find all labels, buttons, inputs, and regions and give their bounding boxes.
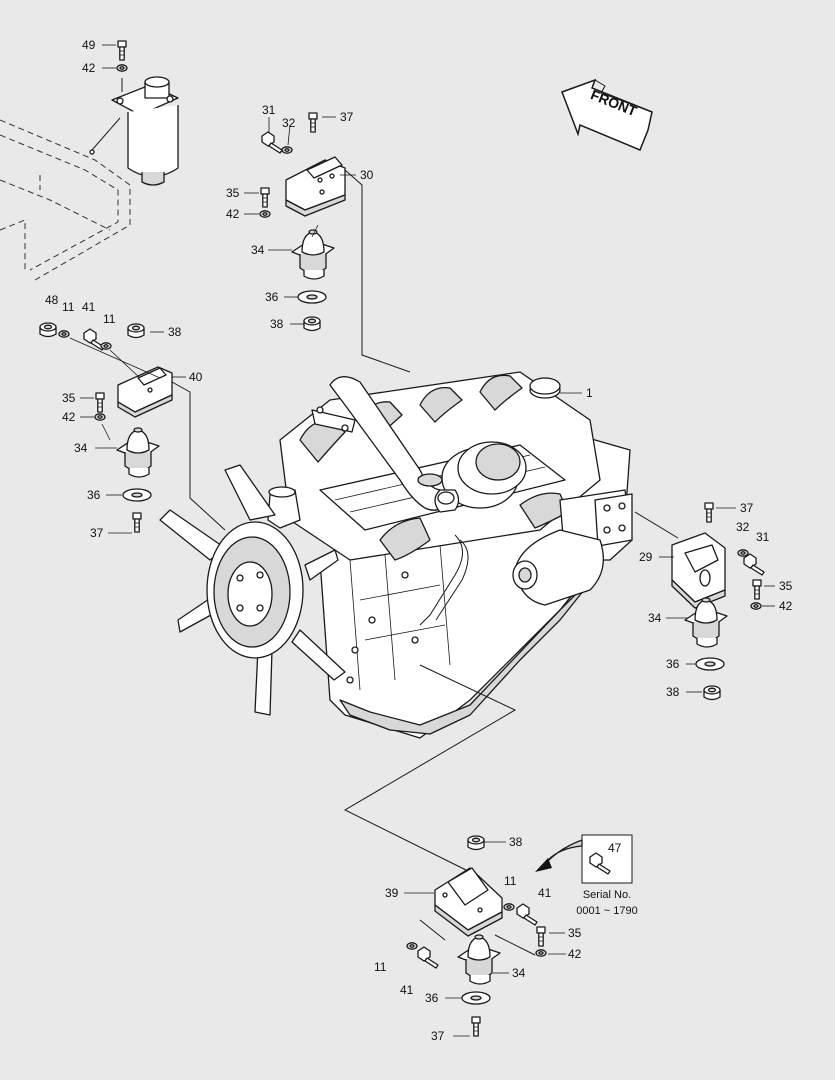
fuel-filter-assembly <box>89 76 179 186</box>
callout-31: 31 <box>756 530 770 544</box>
callout-29: 29 <box>639 550 653 564</box>
callout-40: 40 <box>189 370 203 384</box>
bolt-41-bottom-b <box>417 946 439 969</box>
washer-32-top <box>281 146 293 154</box>
bolt-37-top <box>308 112 318 133</box>
bolt-37-bottom <box>471 1016 481 1037</box>
washer-42-mid <box>259 210 271 218</box>
washer-42-right <box>750 602 762 610</box>
callout-42: 42 <box>779 599 793 613</box>
washer-32-right <box>737 549 749 557</box>
callout-11: 11 <box>62 300 75 314</box>
part-callouts: 49 42 31 32 37 30 35 42 34 36 38 48 11 4… <box>45 38 793 1043</box>
washer-11-bottom-a <box>503 903 515 911</box>
bracket-40-group <box>117 366 173 418</box>
callout-37: 37 <box>90 526 104 540</box>
callout-11: 11 <box>374 960 387 974</box>
callout-49: 49 <box>82 38 96 52</box>
callout-35: 35 <box>779 579 793 593</box>
washer-42-top <box>116 64 128 72</box>
callout-38: 38 <box>270 317 284 331</box>
callout-36: 36 <box>87 488 101 502</box>
callout-41: 41 <box>400 983 414 997</box>
callout-30: 30 <box>360 168 374 182</box>
washer-42-left <box>94 413 106 421</box>
leader-lines <box>80 44 775 1037</box>
bracket-29-group <box>671 532 726 609</box>
washer-11-left-b <box>100 342 112 350</box>
callout-38: 38 <box>168 325 182 339</box>
serial-box <box>535 834 633 884</box>
bolt-35-top <box>260 187 270 208</box>
callout-1: 1 <box>586 386 593 400</box>
chassis-frame-outline <box>0 119 131 281</box>
callout-36: 36 <box>666 657 680 671</box>
nut-38-top <box>303 316 321 332</box>
serial-box-part-number: 47 <box>608 841 622 855</box>
callout-36: 36 <box>265 290 279 304</box>
callout-11: 11 <box>504 874 517 888</box>
callout-11: 11 <box>103 312 116 326</box>
callout-48: 48 <box>45 293 59 307</box>
washer-11-bottom-b <box>406 942 418 950</box>
callout-35: 35 <box>226 186 240 200</box>
callout-35: 35 <box>568 926 582 940</box>
serial-label: Serial No. <box>583 889 631 901</box>
nut-48 <box>39 322 57 338</box>
mount-34-left <box>116 427 160 478</box>
callout-34: 34 <box>512 966 526 980</box>
bolt-49 <box>117 40 127 61</box>
washer-11-left <box>58 330 70 338</box>
mount-34-bottom <box>457 934 501 985</box>
callout-32: 32 <box>282 116 296 130</box>
callout-36: 36 <box>425 991 439 1005</box>
washer-36-left <box>122 488 152 502</box>
bolt-31-top <box>261 131 283 154</box>
callout-38: 38 <box>509 835 523 849</box>
callout-41: 41 <box>82 300 96 314</box>
callout-39: 39 <box>385 886 399 900</box>
bolt-31-right <box>743 553 765 576</box>
callout-31: 31 <box>262 103 276 117</box>
washer-36-bottom <box>461 991 491 1005</box>
nut-38-right <box>703 685 721 701</box>
serial-range: 0001 ~ 1790 <box>576 905 637 917</box>
callout-37: 37 <box>431 1029 445 1043</box>
callout-38: 38 <box>666 685 680 699</box>
bolt-35-bottom <box>536 926 546 947</box>
callout-35: 35 <box>62 391 76 405</box>
callout-42: 42 <box>62 410 76 424</box>
callout-32: 32 <box>736 520 750 534</box>
callout-37: 37 <box>740 501 754 515</box>
bracket-39-group <box>434 867 503 937</box>
bolt-35-right <box>752 579 762 600</box>
bracket-30-group <box>285 156 346 217</box>
nut-38-bottom <box>467 835 485 851</box>
cooling-fan <box>159 464 346 716</box>
washer-36-top <box>297 290 327 304</box>
engine-body <box>267 371 633 739</box>
mount-34-top <box>291 229 335 280</box>
bolt-37-left <box>132 512 142 533</box>
washer-36-right <box>695 657 725 671</box>
callout-34: 34 <box>648 611 662 625</box>
washer-42-bottom <box>535 949 547 957</box>
bolt-41-bottom-a <box>516 903 538 926</box>
nut-38-left <box>127 323 145 339</box>
bolt-37-right <box>704 502 714 523</box>
callout-42: 42 <box>82 61 96 75</box>
callout-37: 37 <box>340 110 354 124</box>
front-direction-arrow <box>561 78 653 151</box>
callout-34: 34 <box>251 243 265 257</box>
callout-42: 42 <box>226 207 240 221</box>
callout-42: 42 <box>568 947 582 961</box>
bolt-35-left <box>95 392 105 413</box>
callout-41: 41 <box>538 886 552 900</box>
callout-34: 34 <box>74 441 88 455</box>
